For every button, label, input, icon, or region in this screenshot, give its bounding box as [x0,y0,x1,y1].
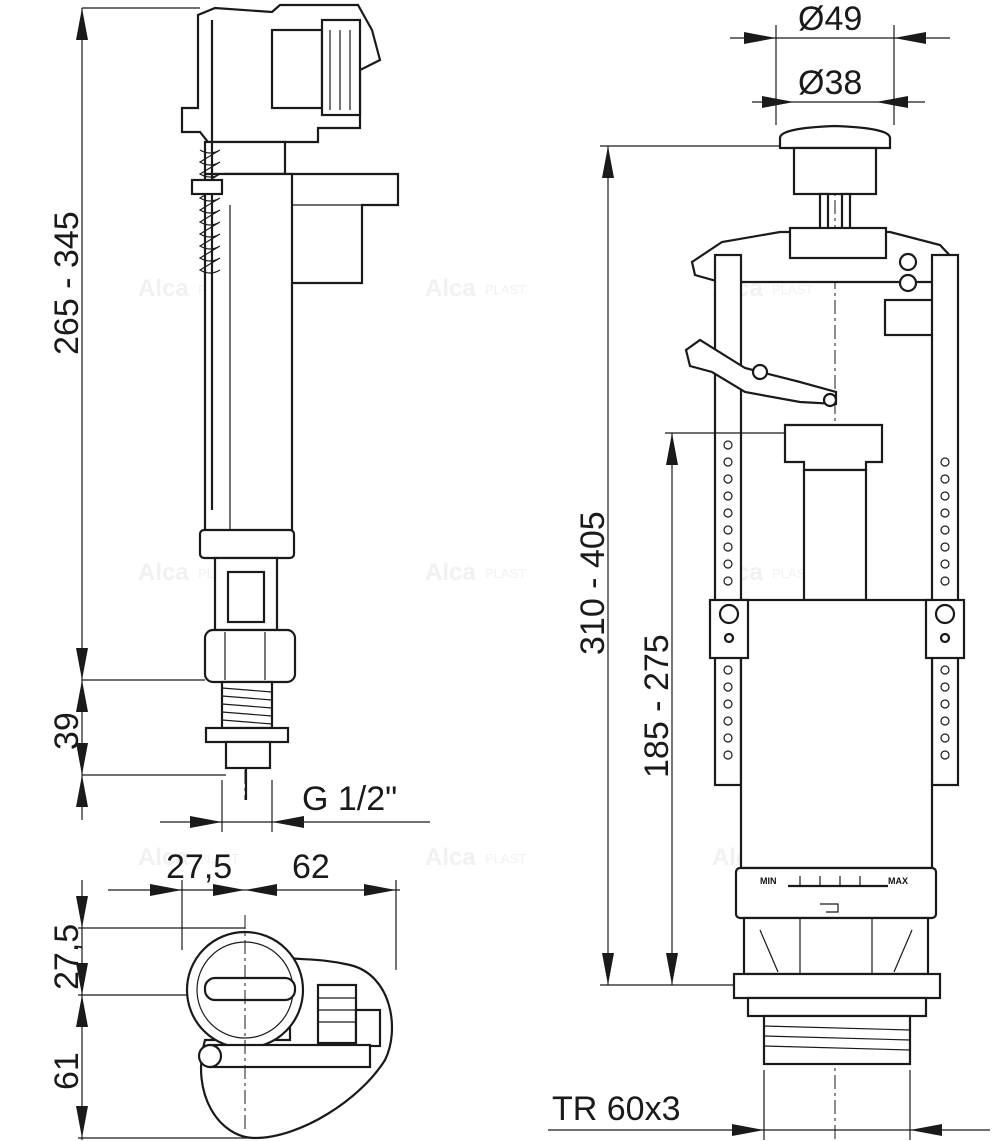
svg-text:PLAST: PLAST [485,566,526,581]
right-rail [930,253,960,787]
watermark-4: Alca PLAST [138,559,239,586]
top-view-width-left-label: 27,5 [166,848,232,886]
rod-clip [190,178,224,196]
top-view-depth-upper-label: 27,5 [48,924,86,990]
button-outer-diameter-label: Ø49 [798,0,862,38]
fill-valve-top-view: 27,5 62 27,5 61 [48,848,400,1140]
fill-valve-tube [203,172,294,538]
flush-valve-side-view: Ø49 Ø38 [548,0,990,1140]
fill-valve-neck [203,140,287,176]
flush-ring [746,996,928,1018]
top-view-cage-end [354,1008,382,1048]
svg-text:Alca: Alca [425,275,476,302]
svg-text:PLAST: PLAST [772,282,813,297]
fill-valve-clip [226,570,266,624]
top-view-pivot [197,1043,223,1069]
watermark-5: Alca PLAST [425,559,526,586]
watermark-2: Alca PLAST [425,275,526,302]
svg-text:Alca: Alca [138,275,189,302]
svg-text:PLAST: PLAST [198,851,239,866]
svg-text:PLAST: PLAST [485,282,526,297]
overflow-height-label: 185 - 275 [638,634,676,778]
flush-frame-hub [788,226,888,260]
watermark-7: Alca PLAST [138,844,239,871]
fill-valve-collar [198,528,296,560]
left-rail [713,253,743,787]
fill-valve-height-label: 265 - 345 [48,211,86,355]
fill-valve-flange [204,726,290,744]
fill-valve-thread-label: G 1/2" [302,780,397,818]
outlet-thread-label: TR 60x3 [552,1090,681,1128]
push-button-body [792,146,878,196]
scale-min-label: MIN [760,876,777,886]
valve-slot [203,976,297,1002]
svg-text:Alca: Alca [138,844,189,871]
watermark-8: Alca PLAST [425,844,526,871]
button-inner-diameter-label: Ø38 [798,64,862,102]
right-rail-holes [940,457,950,760]
svg-text:Alca: Alca [425,844,476,871]
scale-max-label: MAX [888,876,908,886]
adjusting-spring [198,149,221,274]
svg-text:PLAST: PLAST [485,851,526,866]
top-view-arm [208,1043,372,1069]
seal-cage [742,916,930,976]
top-view-depth-lower-label: 61 [48,1052,86,1090]
svg-text:Alca: Alca [425,559,476,586]
svg-text:Alca: Alca [138,559,189,586]
push-button-cap [778,124,892,150]
fill-valve-thread-length-label: 39 [48,712,86,750]
flush-thread [762,1014,912,1066]
float-body [739,598,934,870]
fill-valve-cage [320,18,362,117]
fill-valve-cap [270,28,324,110]
fill-valve-side-view: 265 - 345 39 G 1/2" [48,3,430,832]
fill-valve-inlet [224,740,272,770]
release-lever [684,338,838,406]
fill-valve-nut [203,628,297,684]
flush-flange [732,972,942,1000]
flush-valve-height-label: 310 - 405 [574,511,612,655]
top-view-width-right-label: 62 [292,848,330,886]
overflow-head [783,423,884,472]
overflow-pipe [802,468,868,602]
left-rail-holes [723,440,733,760]
top-view-cage [316,983,358,1045]
flush-side-block [883,298,937,337]
